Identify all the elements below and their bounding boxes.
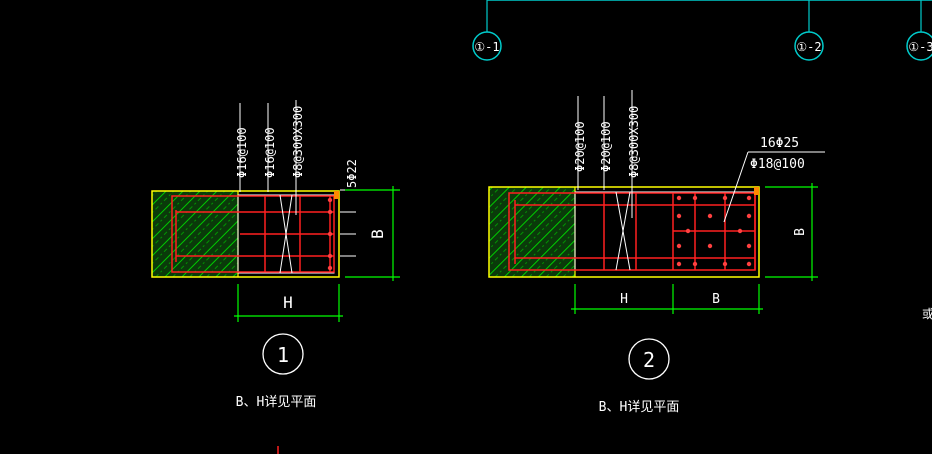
detail-2-leader-top: 16Φ25	[760, 136, 799, 151]
detail-2-caption: B、H详见平面	[599, 400, 680, 415]
detail-1-callout-3: Φ8@300X300	[291, 106, 305, 178]
detail-2-dim-hb	[571, 284, 763, 314]
detail-2-dim-h-label: H	[620, 292, 628, 307]
detail-1-dim-b	[345, 186, 400, 281]
axis-bubble-2: ①-2	[794, 31, 824, 61]
axis-bubble-1: ①-1	[472, 31, 502, 61]
axis-bubble-3: ①-3	[906, 31, 932, 61]
detail-2-number: 2	[643, 348, 655, 372]
edge-text-fragment: 或	[922, 307, 932, 321]
detail-1-callout-4: 5Φ22	[345, 159, 359, 188]
detail-1-number: 1	[277, 343, 289, 367]
detail-2-dim-side-label: B	[793, 228, 808, 236]
detail-2-number-bubble	[628, 338, 670, 380]
detail-1-caption: B、H详见平面	[236, 395, 317, 410]
axis-label-3: ①-3	[908, 40, 932, 54]
detail-1-dim-h-label: H	[283, 293, 293, 312]
detail-1-bars	[327, 197, 333, 271]
detail-2-callout-1: Φ20@100	[573, 121, 587, 172]
detail-2: Φ20@100 Φ20@100 Φ8@300X300 16Φ25 Φ18@100…	[488, 90, 825, 415]
detail-1-callout-2: Φ16@100	[263, 127, 277, 178]
detail-1: Φ16@100 Φ16@100 Φ8@300X300 5Φ22 H B 1 B、…	[151, 100, 400, 410]
detail-1-outline	[151, 190, 340, 278]
detail-1-callout-1: Φ16@100	[235, 127, 249, 178]
axis-label-2: ①-2	[796, 40, 821, 54]
detail-2-callout-3: Φ8@300X300	[627, 106, 641, 178]
detail-2-callout-2: Φ20@100	[599, 121, 613, 172]
detail-2-dim-side	[765, 183, 818, 281]
detail-2-existing-column	[489, 187, 575, 277]
detail-1-existing-column	[152, 191, 238, 277]
detail-2-outline	[488, 186, 760, 278]
detail-1-dim-b-label: B	[368, 229, 387, 239]
axis-label-1: ①-1	[474, 40, 499, 54]
detail-2-bars	[676, 195, 752, 267]
detail-1-dim-h	[234, 284, 343, 322]
detail-1-number-bubble	[262, 333, 304, 375]
detail-2-dim-b-label: B	[712, 292, 720, 307]
detail-2-leader-bottom: Φ18@100	[750, 157, 805, 172]
axis-grid: ①-1 ①-2 ①-3	[472, 0, 932, 61]
